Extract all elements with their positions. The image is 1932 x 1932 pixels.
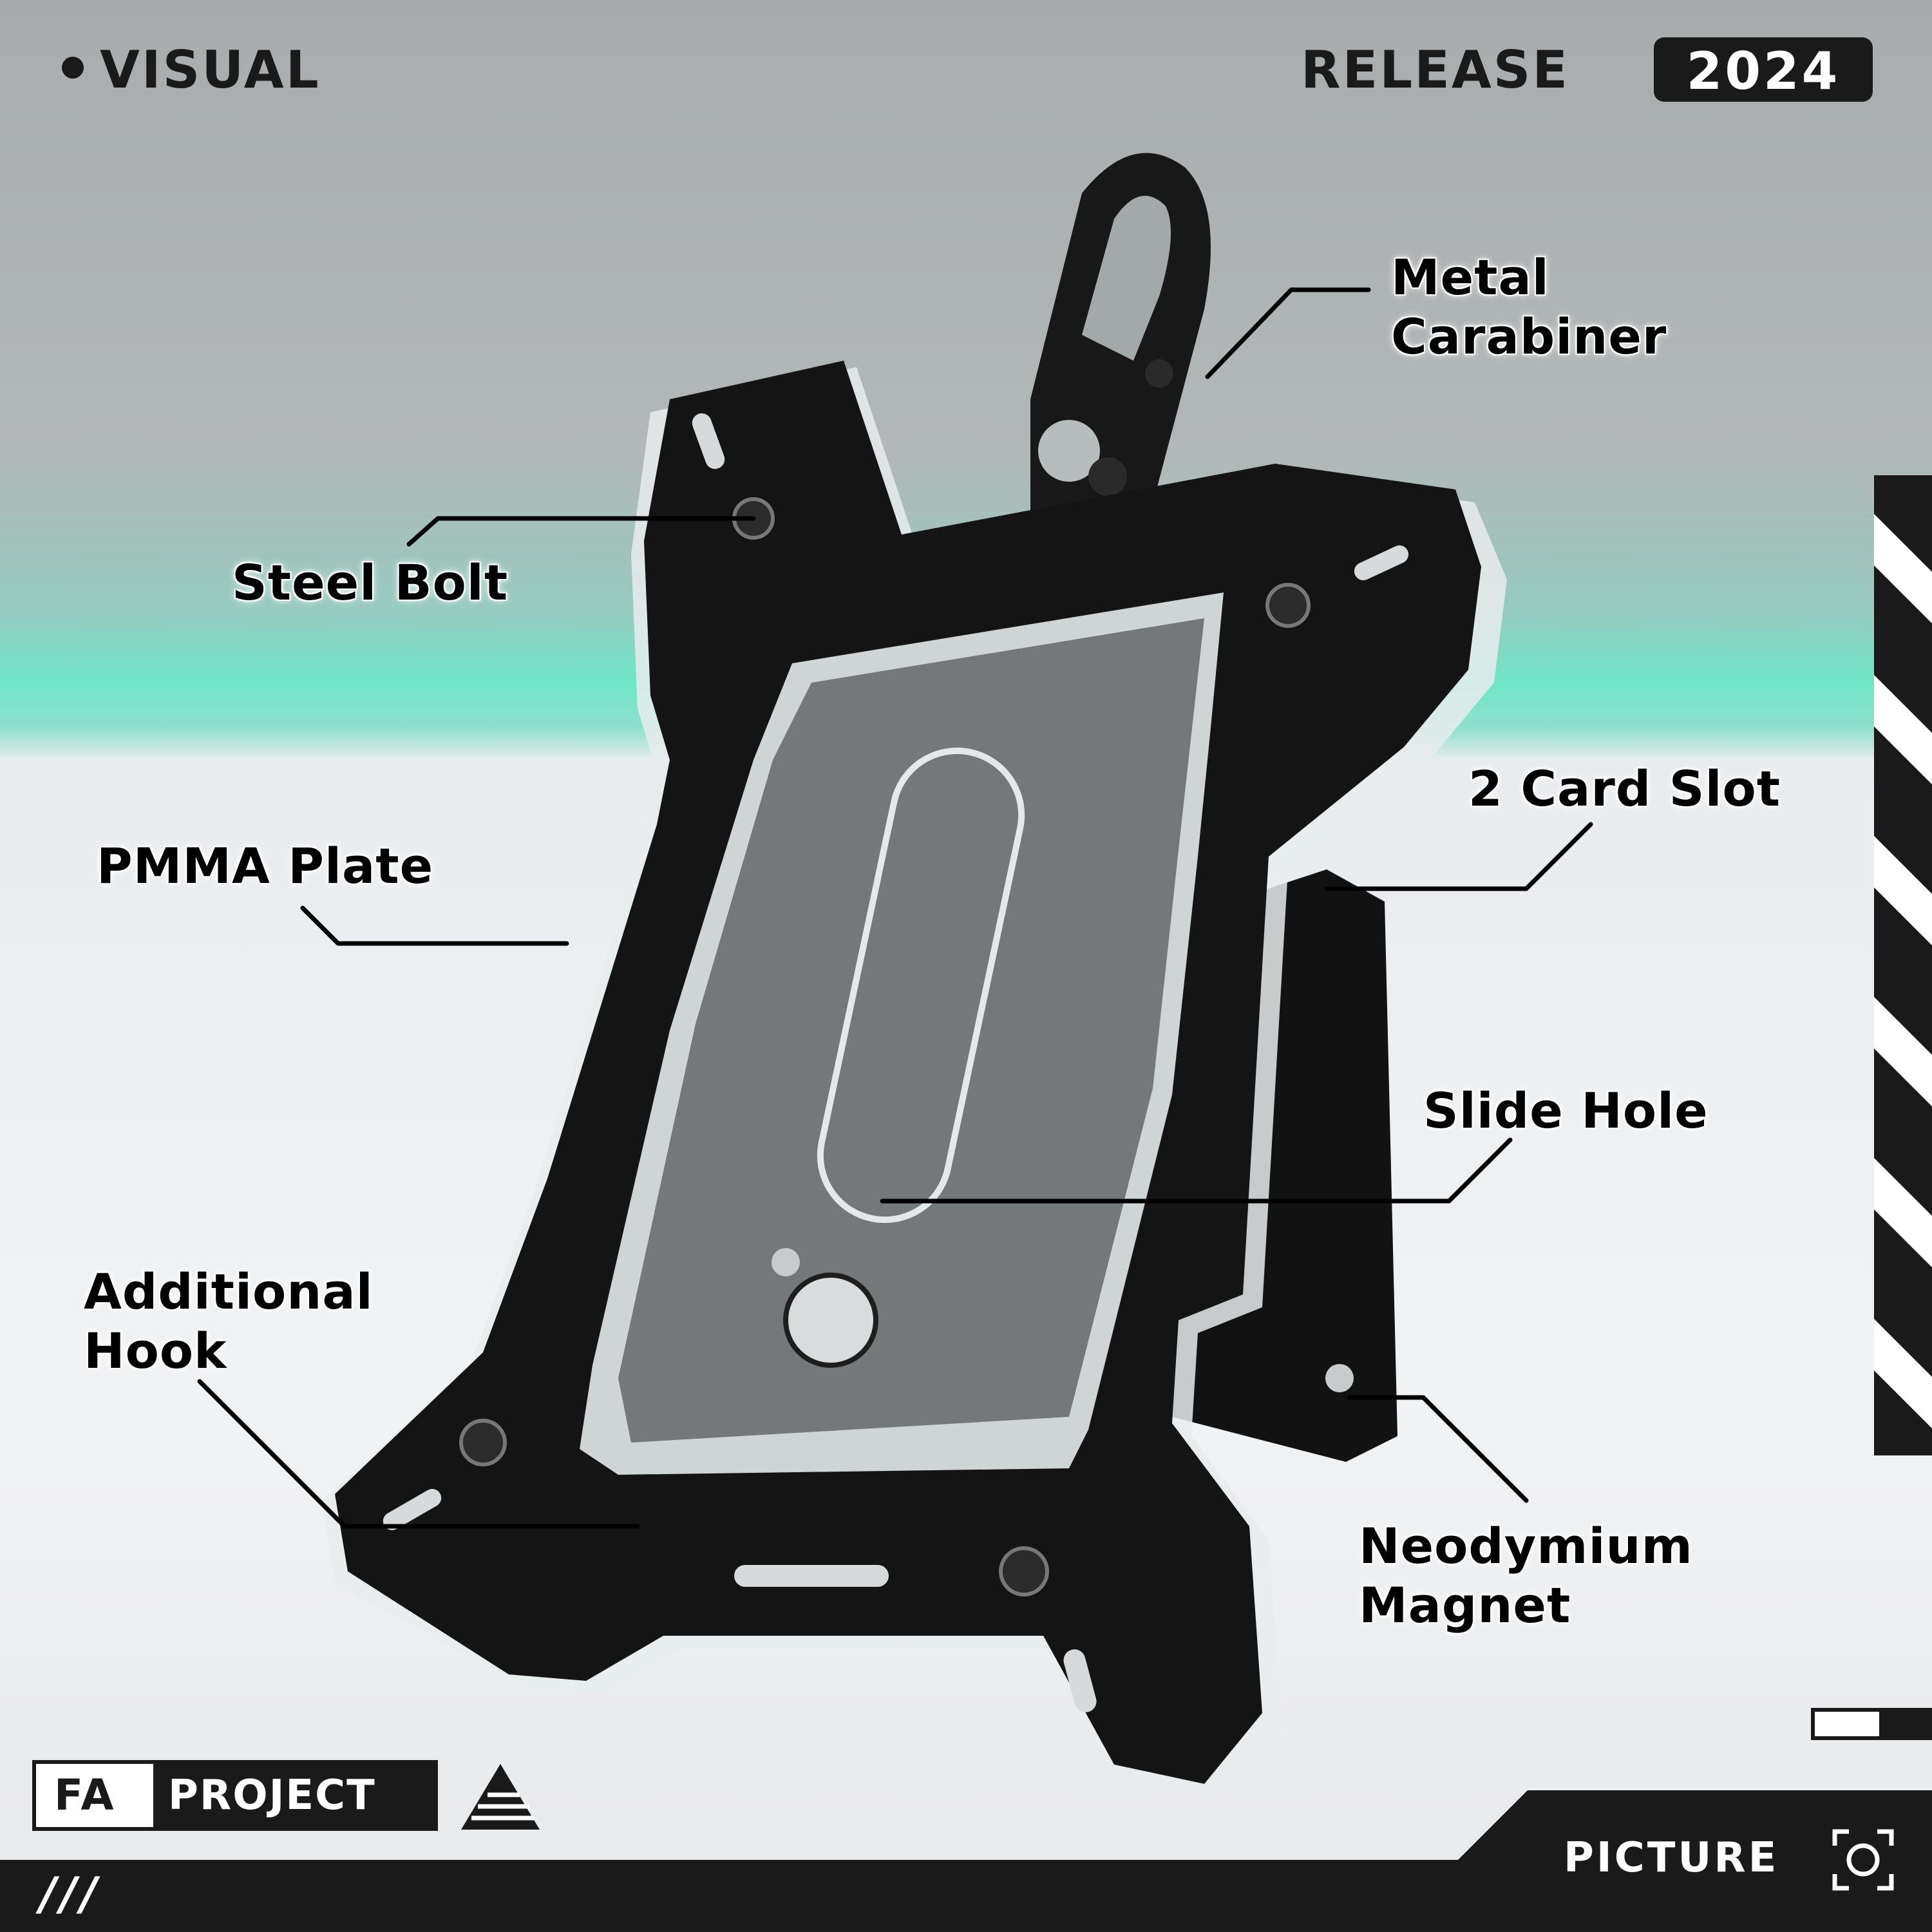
leader-additional-hook [197,1379,640,1529]
progress-indicator [1811,1708,1932,1740]
leader-neodymium-magnet [1347,1395,1529,1503]
visual-label: VISUAL [100,40,321,100]
brand-project: PROJECT [168,1772,376,1819]
callout-additional-hook: Additional Hook [84,1262,374,1381]
callout-neodymium-magnet: Neodymium Magnet [1359,1517,1693,1635]
release-label: RELEASE [1301,40,1570,100]
brand-box: FA PROJECT [32,1760,438,1831]
frame-slots [383,413,1409,1712]
brand-triangle-logo [461,1764,540,1830]
callout-metal-carabiner: Metal Carabiner [1391,248,1667,366]
hazard-stripe-bar [1874,475,1932,1455]
callout-card-slot: 2 Card Slot [1468,760,1781,817]
leader-card-slot [1324,822,1593,891]
callout-additional-hook-line1: Additional [84,1263,374,1320]
callout-slide-hole: Slide Hole [1423,1082,1709,1139]
visual-dot [62,57,84,79]
release-year-badge [1654,37,1873,102]
thumb-hole [783,1273,878,1368]
magnet-right [1325,1364,1354,1392]
magnet-left [772,1248,800,1276]
leader-pmma-plate [300,905,569,946]
leader-slide-hole [880,1137,1513,1204]
footer-slashes: /// [40,1868,101,1920]
release-year: 2024 [1686,41,1841,101]
callout-steel-bolt: Steel Bolt [232,554,509,611]
leader-metal-carabiner [1205,287,1371,379]
brand-project-block [153,1764,434,1827]
callout-neodymium-magnet-line2: Magnet [1359,1577,1571,1634]
callout-metal-carabiner-line1: Metal [1391,249,1549,306]
picture-label: PICTURE [1564,1834,1779,1882]
callout-pmma-plate: PMMA Plate [97,837,434,895]
leader-steel-bolt [406,516,756,547]
progress-indicator-fill [1879,1712,1928,1736]
callout-metal-carabiner-line2: Carabiner [1391,308,1667,365]
slide-hole-shape [817,747,1025,1224]
brand-fa: FA [54,1770,117,1820]
camera-icon [1832,1829,1894,1891]
callout-additional-hook-line2: Hook [84,1322,227,1379]
callout-neodymium-magnet-line1: Neodymium [1359,1517,1693,1575]
footer-bar-shape [0,1790,1932,1932]
